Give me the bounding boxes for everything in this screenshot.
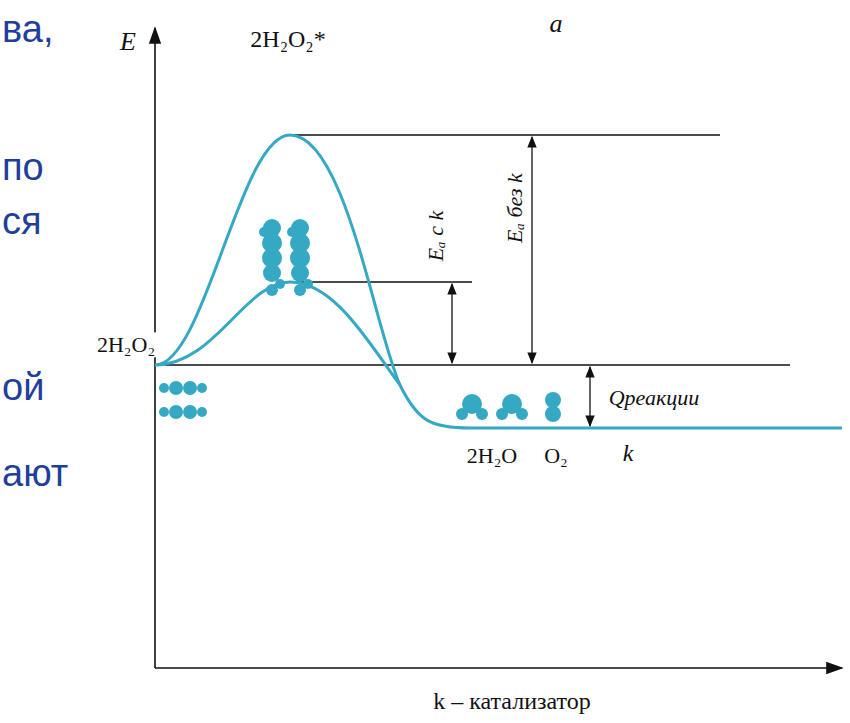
transition-level-line	[290, 134, 720, 135]
activation-arrow-uncatalyzed	[531, 137, 532, 363]
uncatalyzed-curve	[155, 135, 842, 428]
reaction-heat-arrow	[589, 367, 590, 426]
catalyzed-curve	[155, 282, 400, 385]
atom-dot	[169, 381, 183, 395]
slide-text-fragment: по	[2, 146, 44, 190]
atom-dot	[476, 408, 488, 420]
activation-energy-label: Eₐ без k	[502, 173, 527, 243]
atom-dot	[183, 381, 197, 395]
atom-dot	[169, 405, 183, 419]
atom-dot	[303, 279, 313, 289]
reaction-heat-label: Qреакции	[609, 385, 700, 410]
slide-text-fragment: ой	[2, 366, 44, 410]
atom-dot	[259, 227, 269, 237]
catalyzed-level-line	[290, 281, 472, 282]
panel-letter: a	[550, 9, 563, 39]
atom-dot	[275, 279, 285, 289]
slide-text-fragment: ают	[2, 452, 68, 496]
atom-dot	[545, 392, 561, 408]
atom-dot	[456, 408, 468, 420]
slide-text-fragment: ся	[2, 200, 42, 244]
atom-dot	[197, 383, 207, 393]
reactant-level-line	[155, 364, 790, 365]
formula-label: O₂	[544, 443, 568, 468]
atom-dot	[183, 405, 197, 419]
catalyst-legend-note: k – катализатор	[433, 688, 590, 716]
atom-dot	[159, 383, 169, 393]
formula-label: 2H₂O₂*	[250, 26, 325, 54]
formula-label: 2H₂O	[467, 443, 517, 468]
atom-dot	[545, 406, 561, 422]
activation-energy-label: Eₐ с k	[423, 211, 448, 261]
axis-label: E	[120, 27, 136, 57]
slide-text-fragment: ва,	[2, 8, 53, 52]
atom-dot	[159, 407, 169, 417]
molecule-pictures	[159, 219, 561, 422]
atom-dot	[516, 408, 528, 420]
atom-dot	[496, 408, 508, 420]
atom-dot	[287, 227, 297, 237]
formula-label: 2H₂O₂	[95, 332, 157, 357]
catalyst-symbol: k	[623, 440, 634, 468]
atom-dot	[197, 407, 207, 417]
activation-arrow-catalyzed	[451, 284, 452, 363]
reaction-axis	[155, 667, 842, 669]
